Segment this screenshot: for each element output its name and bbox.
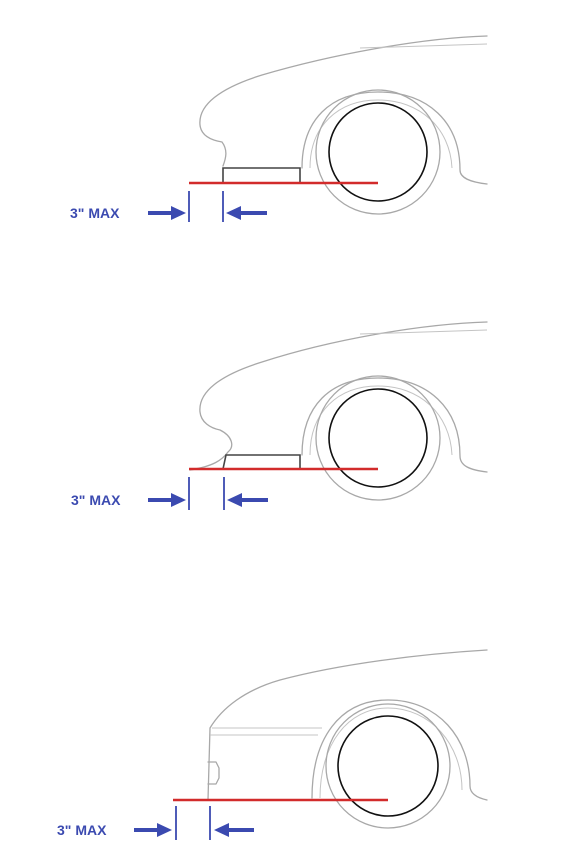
arrow-right <box>148 206 186 220</box>
tire <box>315 89 441 215</box>
max-label: 3" MAX <box>57 822 107 838</box>
figure-3: 3" MAX <box>57 649 488 840</box>
splitter-block <box>222 454 301 470</box>
car-outline <box>207 649 488 801</box>
tire <box>315 375 441 501</box>
car-outline <box>189 321 488 473</box>
car-outline <box>199 35 488 185</box>
max-label: 3" MAX <box>71 492 121 508</box>
arrow-right <box>148 493 186 507</box>
arrow-right <box>134 823 172 837</box>
wheel-rim <box>328 388 428 488</box>
figure-1: 3" MAX <box>70 35 488 222</box>
figure-2: 3" MAX <box>71 321 488 510</box>
max-label: 3" MAX <box>70 205 120 221</box>
splitter-block <box>222 167 301 183</box>
wheel-rim <box>328 102 428 202</box>
tire <box>325 703 451 829</box>
arrow-left <box>227 493 268 507</box>
wheel-rim <box>337 715 439 817</box>
arrow-left <box>214 823 254 837</box>
arrow-left <box>226 206 267 220</box>
